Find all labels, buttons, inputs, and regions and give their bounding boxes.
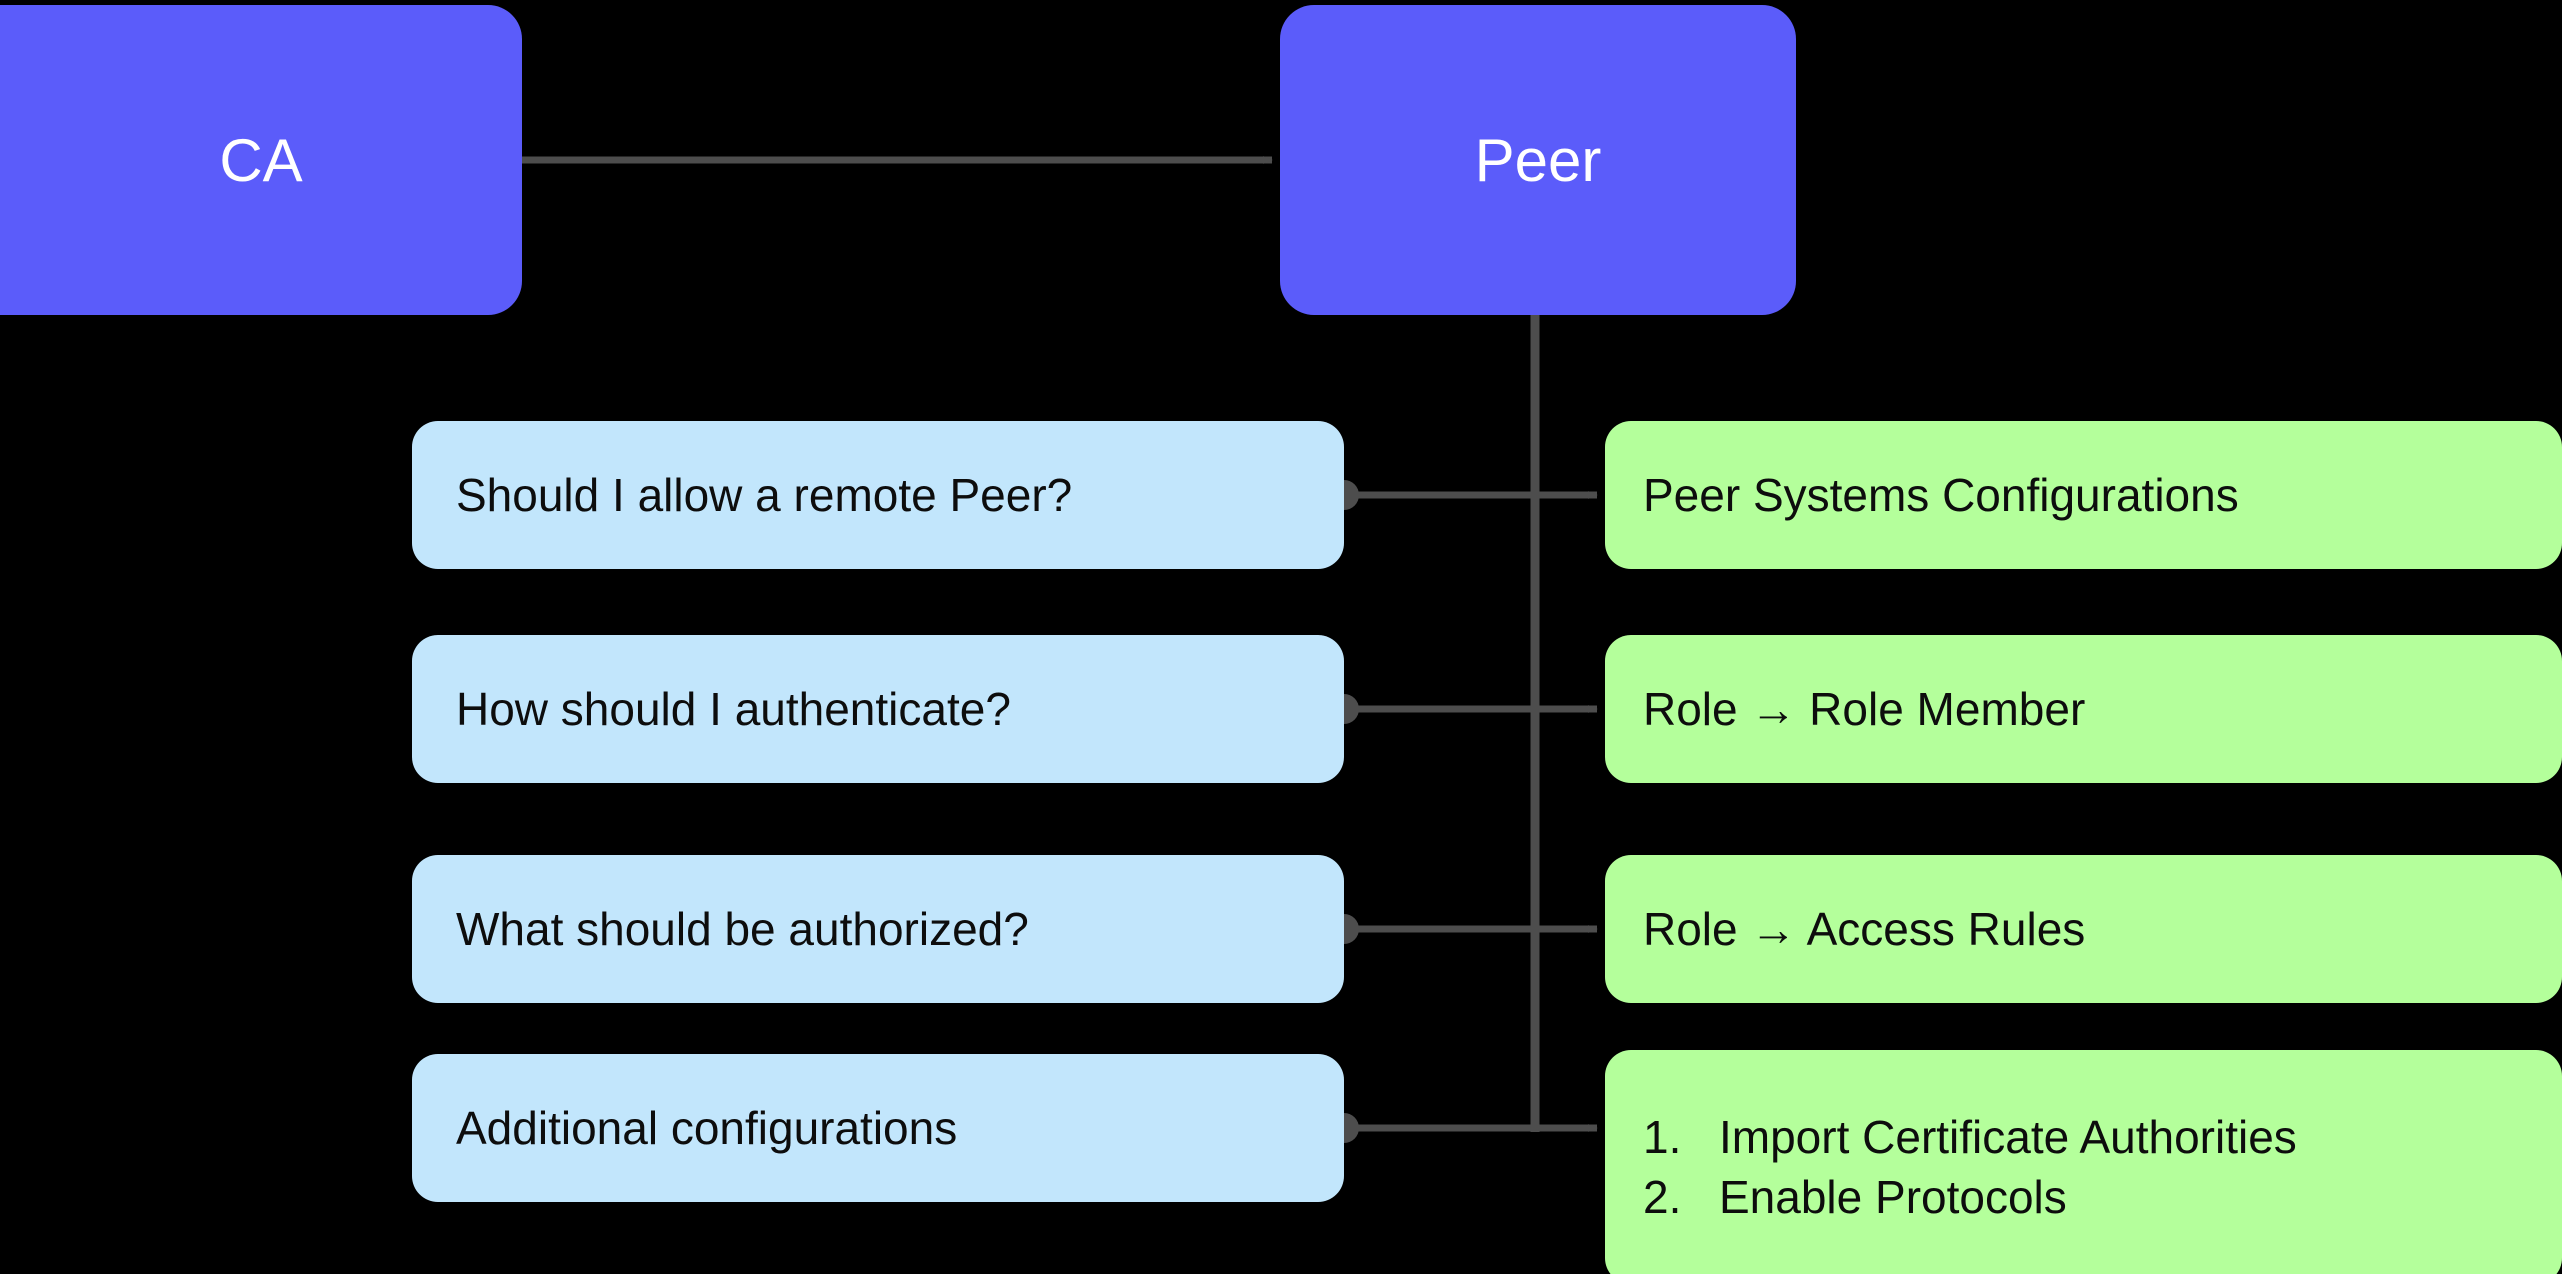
node-peer[interactable]: Peer	[1280, 5, 1796, 315]
list-item: 2. Enable Protocols	[1643, 1170, 2297, 1224]
edge-question-4-to-answer-4	[1329, 1113, 1598, 1143]
node-answer-3[interactable]: Role → Access Rules	[1605, 855, 2562, 1003]
node-question-2[interactable]: How should I authenticate?	[412, 635, 1344, 783]
edge-question-3-to-answer-3	[1329, 914, 1598, 944]
node-answer-1[interactable]: Peer Systems Configurations	[1605, 421, 2562, 569]
node-peer-label: Peer	[1474, 126, 1602, 194]
node-answer-2[interactable]: Role → Role Member	[1605, 635, 2562, 783]
edge-question-2-to-answer-2	[1329, 694, 1598, 724]
node-question-1-label: Should I allow a remote Peer?	[456, 469, 1073, 521]
node-question-4-label: Additional configurations	[456, 1102, 958, 1154]
node-question-3-label: What should be authorized?	[456, 903, 1029, 955]
node-answer-3-label: Role → Access Rules	[1643, 903, 2086, 955]
list-item-marker: 1.	[1643, 1111, 1682, 1163]
list-item-marker: 2.	[1643, 1171, 1682, 1223]
node-ca-label: CA	[219, 126, 303, 194]
list-item-label: Import Certificate Authorities	[1719, 1111, 2297, 1163]
node-answer-4[interactable]: 1. Import Certificate Authorities 2. Ena…	[1605, 1050, 2562, 1274]
node-answer-1-label: Peer Systems Configurations	[1643, 469, 2239, 521]
ordered-list: 1. Import Certificate Authorities 2. Ena…	[1643, 1110, 2297, 1224]
edge-question-1-to-answer-1	[1329, 480, 1598, 510]
node-question-3[interactable]: What should be authorized?	[412, 855, 1344, 1003]
list-item: 1. Import Certificate Authorities	[1643, 1110, 2297, 1164]
node-question-1[interactable]: Should I allow a remote Peer?	[412, 421, 1344, 569]
node-ca[interactable]: CA	[0, 5, 522, 315]
node-question-4[interactable]: Additional configurations	[412, 1054, 1344, 1202]
list-item-label: Enable Protocols	[1719, 1171, 2067, 1223]
node-question-2-label: How should I authenticate?	[456, 683, 1011, 735]
node-answer-2-label: Role → Role Member	[1643, 683, 2086, 735]
